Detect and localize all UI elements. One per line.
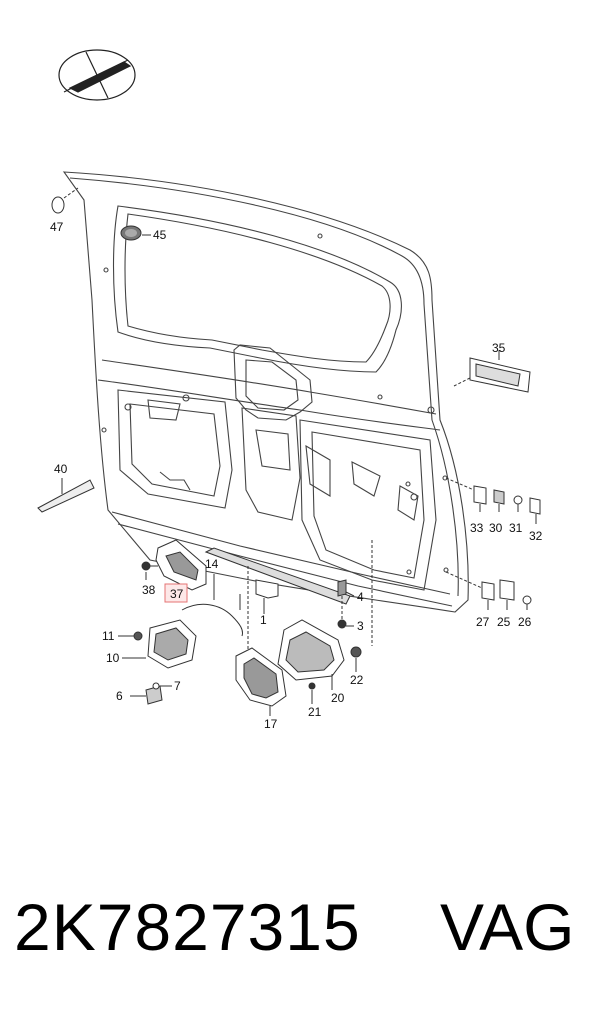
callout-6: 6 xyxy=(116,689,123,703)
part-6-7-striker xyxy=(130,682,172,705)
part-4-3-clips xyxy=(337,579,355,629)
callout-14: 14 xyxy=(205,557,219,571)
compass-arrow-logo-icon xyxy=(58,49,136,101)
callout-27: 27 xyxy=(476,615,490,629)
callout-22: 22 xyxy=(350,673,364,687)
callout-11: 11 xyxy=(102,629,115,643)
callout-32: 32 xyxy=(529,529,543,543)
part-35-light-bracket xyxy=(453,350,531,393)
right-hardware-group xyxy=(445,477,541,610)
callout-30: 30 xyxy=(489,521,503,535)
part-40-handle xyxy=(37,478,95,513)
part-45-grommet xyxy=(120,225,151,241)
callout-7: 7 xyxy=(174,679,181,693)
callout-35: 35 xyxy=(492,341,506,355)
callout-4: 4 xyxy=(357,590,364,604)
callout-38: 38 xyxy=(142,583,156,597)
callout-40: 40 xyxy=(54,462,68,476)
callout-26: 26 xyxy=(518,615,532,629)
callout-33: 33 xyxy=(470,521,484,535)
callout-10: 10 xyxy=(106,651,120,665)
part-14-cable xyxy=(181,566,249,660)
part-10-lock xyxy=(118,619,197,669)
callout-47: 47 xyxy=(50,220,64,234)
callout-45: 45 xyxy=(153,228,167,242)
callout-37-highlight xyxy=(164,583,188,603)
part-1-trim-strip xyxy=(204,547,351,614)
part-17-20-motor xyxy=(235,540,373,716)
callout-17: 17 xyxy=(264,717,278,731)
part-37-latch-cover xyxy=(141,539,207,592)
callout-31: 31 xyxy=(509,521,523,535)
callout-1: 1 xyxy=(260,613,267,627)
callout-20: 20 xyxy=(331,691,345,705)
callout-21: 21 xyxy=(308,705,322,719)
callout-37: 37 xyxy=(170,587,184,601)
callout-25: 25 xyxy=(497,615,511,629)
part-number-text: 2K7827315 xyxy=(14,890,361,964)
part-47-cap xyxy=(51,187,79,214)
callout-3: 3 xyxy=(357,619,364,633)
brand-text: VAG xyxy=(440,890,575,964)
